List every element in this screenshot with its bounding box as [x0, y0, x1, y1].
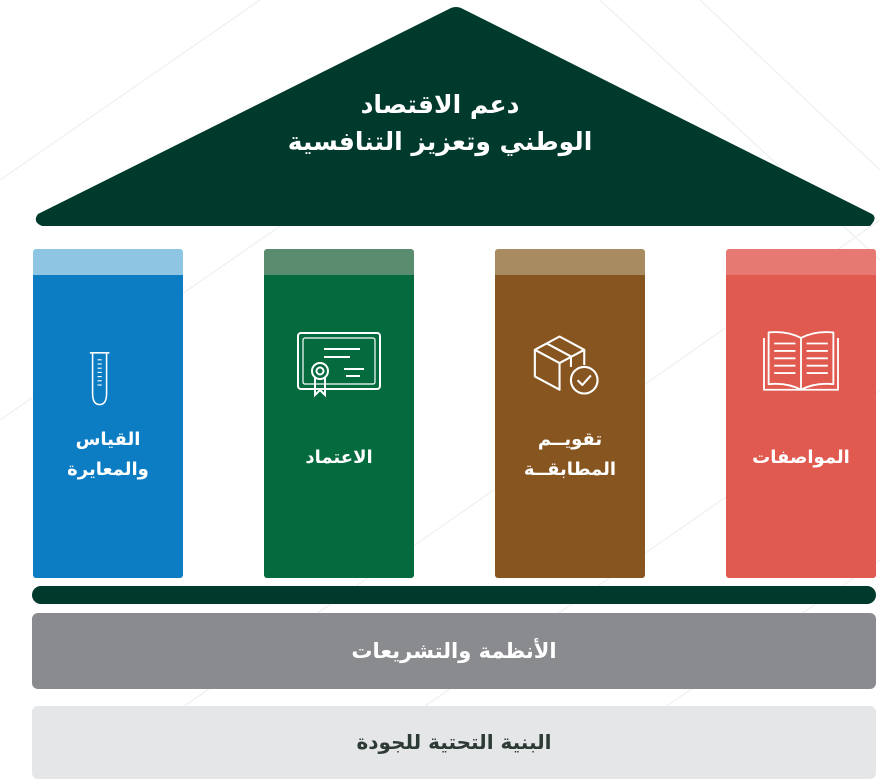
pillar-label-line1: المواصفات: [752, 447, 850, 468]
roof: [35, 7, 875, 226]
package-check-icon: [533, 335, 599, 395]
pillar-label: القياس والمعايرة: [39, 425, 177, 485]
pillar-conformity-assessment: تقويــم المطابقــة: [495, 249, 645, 578]
pillar-body: المواصفات: [726, 275, 876, 578]
pillar-cap: [495, 249, 645, 275]
pillar-accreditation: الاعتماد: [264, 249, 414, 578]
pillar-standards: المواصفات: [726, 249, 876, 578]
pillar-label-line2: والمعايرة: [67, 459, 149, 480]
roof-title-line1: دعم الاقتصاد: [360, 90, 520, 119]
pillar-label: الاعتماد: [270, 443, 408, 473]
pillar-cap: [726, 249, 876, 275]
pillar-label-line1: الاعتماد: [305, 447, 373, 468]
pillars-base-beam: [32, 586, 876, 604]
pillar-body: الاعتماد: [264, 275, 414, 578]
roof-title: دعم الاقتصاد الوطني وتعزيز التنافسية: [250, 86, 630, 160]
pillar-label: المواصفات: [732, 443, 870, 473]
pillar-body: القياس والمعايرة: [33, 275, 183, 578]
test-tube-icon: [89, 352, 110, 406]
quality-infrastructure-band: البنية التحتية للجودة: [32, 706, 876, 779]
pillar-label-line2: المطابقــة: [523, 459, 617, 480]
certificate-icon: [297, 332, 381, 398]
pillar-label: تقويــم المطابقــة: [501, 425, 639, 485]
pillar-cap: [264, 249, 414, 275]
regulations-band: الأنظمة والتشريعات: [32, 613, 876, 689]
roof-title-line2: الوطني وتعزيز التنافسية: [287, 127, 593, 156]
pillar-label-line1: القياس: [75, 429, 141, 450]
pillar-cap: [33, 249, 183, 275]
pillar-measurement-calibration: القياس والمعايرة: [33, 249, 183, 578]
pillar-label-line1: تقويــم: [537, 429, 603, 450]
pillar-body: تقويــم المطابقــة: [495, 275, 645, 578]
open-book-icon: [763, 331, 839, 391]
